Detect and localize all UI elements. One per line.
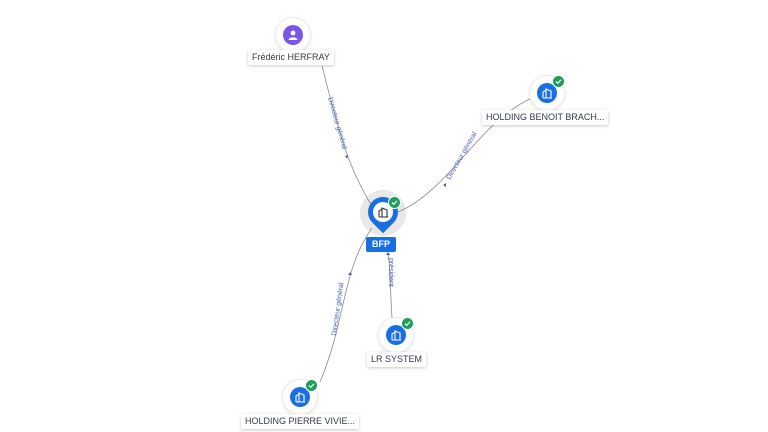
node-ring <box>283 379 318 414</box>
person-icon <box>283 25 303 45</box>
verified-check-icon <box>401 317 414 330</box>
node-ring <box>379 317 414 352</box>
verified-check-icon <box>388 196 401 209</box>
arrow-lrsystem <box>386 252 390 255</box>
node-ring <box>530 75 565 110</box>
edge-herfray-bfp <box>321 65 373 207</box>
node-label-benoit[interactable]: HOLDING BENOIT BRACH... <box>482 110 609 125</box>
node-ring <box>276 18 310 52</box>
edge-label-herfray: Directeur général <box>326 97 348 151</box>
edge-lrsystem-bfp <box>387 251 393 319</box>
node-label-lrsystem[interactable]: LR SYSTEM <box>367 352 427 367</box>
node-label-pierre[interactable]: HOLDING PIERRE VIVIE... <box>241 414 360 429</box>
company-icon <box>373 202 393 222</box>
node-label-herfray[interactable]: Frédéric HERFRAY <box>248 50 334 65</box>
edge-label-benoit: Directeur général <box>446 131 479 181</box>
edge-label-pierre: Directeur général <box>331 282 345 337</box>
arrow-pierre <box>348 272 352 275</box>
node-label-bfp[interactable]: BFP <box>366 237 396 252</box>
company-icon <box>290 387 310 407</box>
verified-check-icon <box>305 379 318 392</box>
arrow-herfray <box>345 155 348 159</box>
verified-check-icon <box>552 75 565 88</box>
edge-label-lrsystem: président <box>387 258 394 287</box>
company-icon <box>537 83 557 103</box>
edge-pierre-bfp <box>319 227 373 383</box>
arrow-benoit <box>443 183 446 187</box>
edge-benoit-bfp <box>397 97 533 213</box>
company-icon <box>386 325 406 345</box>
